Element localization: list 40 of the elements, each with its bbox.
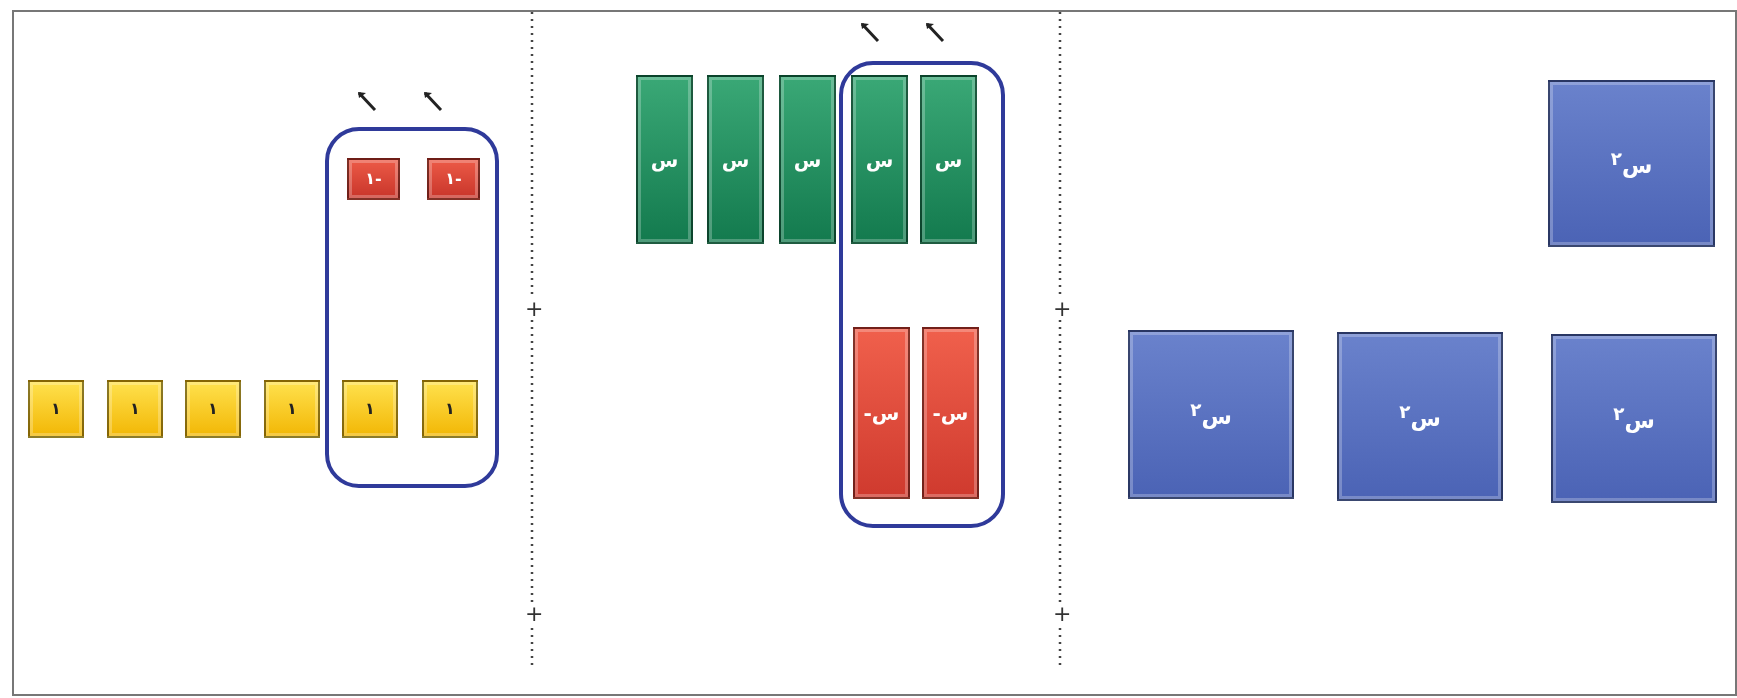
tile-label: س$^{٢}$	[1399, 402, 1441, 431]
x-tile	[636, 75, 693, 244]
unit-tile	[422, 380, 478, 438]
unit-tile	[342, 380, 398, 438]
tile-label: س	[865, 149, 894, 170]
tile-label: س$^{٢}$	[1190, 400, 1232, 429]
tile-label: ١	[51, 401, 61, 417]
tile-label: س$^{٢}$	[1613, 404, 1655, 433]
tile-label: س$^{٢}$	[1610, 149, 1653, 178]
tile-label: ١-	[365, 171, 382, 187]
tile-label: ١	[130, 401, 140, 417]
negative-unit-tile	[347, 158, 400, 200]
x-tile	[920, 75, 977, 244]
tile-label: س	[721, 149, 750, 170]
group-outline	[839, 61, 1005, 528]
x-squared-tile	[1548, 80, 1715, 247]
x-squared-tile	[1128, 330, 1294, 499]
tile-label: ١	[445, 401, 455, 417]
tile-label: س	[934, 149, 963, 170]
negative-x-tile	[853, 327, 910, 499]
tile-label: -س	[932, 403, 969, 423]
tile-label: ١	[287, 401, 297, 417]
x-tile	[779, 75, 836, 244]
x-squared-tile	[1551, 334, 1717, 503]
unit-tile	[107, 380, 163, 438]
unit-tile	[185, 380, 241, 438]
x-tile	[851, 75, 908, 244]
x-squared-tile	[1337, 332, 1503, 501]
negative-unit-tile	[427, 158, 480, 200]
tile-label: ١	[208, 401, 218, 417]
tile-label: ١-	[445, 171, 462, 187]
tile-label: -س	[863, 403, 900, 423]
unit-tile	[28, 380, 84, 438]
negative-x-tile	[922, 327, 979, 499]
tile-label: س	[793, 149, 822, 170]
tile-label: س	[650, 149, 679, 170]
group-outline	[325, 127, 499, 488]
tile-label: ١	[365, 401, 375, 417]
unit-tile	[264, 380, 320, 438]
x-tile	[707, 75, 764, 244]
